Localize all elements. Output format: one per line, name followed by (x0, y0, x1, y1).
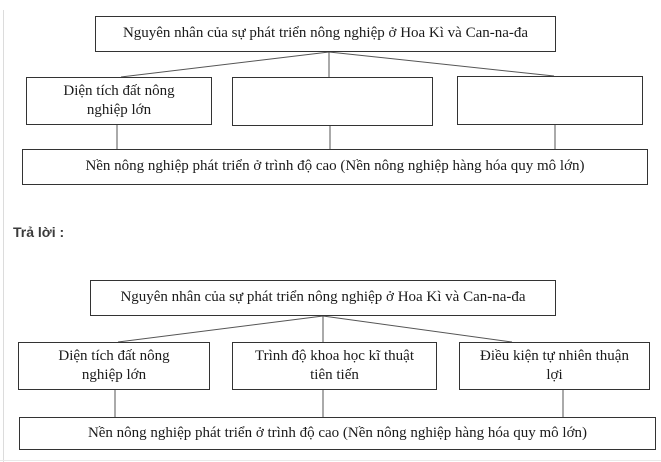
answer-root-box: Nguyên nhân của sự phát triển nông nghiệ… (90, 280, 556, 316)
answer-label: Trả lời : (13, 224, 65, 240)
question-cause-box-3-empty (457, 76, 643, 125)
answer-cause-box-1: Diện tích đất nông nghiệp lớn (18, 342, 210, 390)
question-cause-box-1: Diện tích đất nông nghiệp lớn (26, 77, 212, 125)
answer-cause-box-2: Trình độ khoa học kĩ thuật tiên tiến (232, 342, 437, 390)
answer-result-box: Nền nông nghiệp phát triển ở trình độ ca… (19, 417, 656, 450)
page-left-border (3, 10, 4, 462)
page-bottom-border (0, 460, 661, 461)
answer-cause-box-3: Điều kiện tự nhiên thuận lợi (459, 342, 650, 390)
question-root-box: Nguyên nhân của sự phát triển nông nghiệ… (95, 16, 556, 52)
question-cause-box-2-empty (232, 77, 433, 126)
question-result-box: Nền nông nghiệp phát triển ở trình độ ca… (22, 149, 648, 185)
